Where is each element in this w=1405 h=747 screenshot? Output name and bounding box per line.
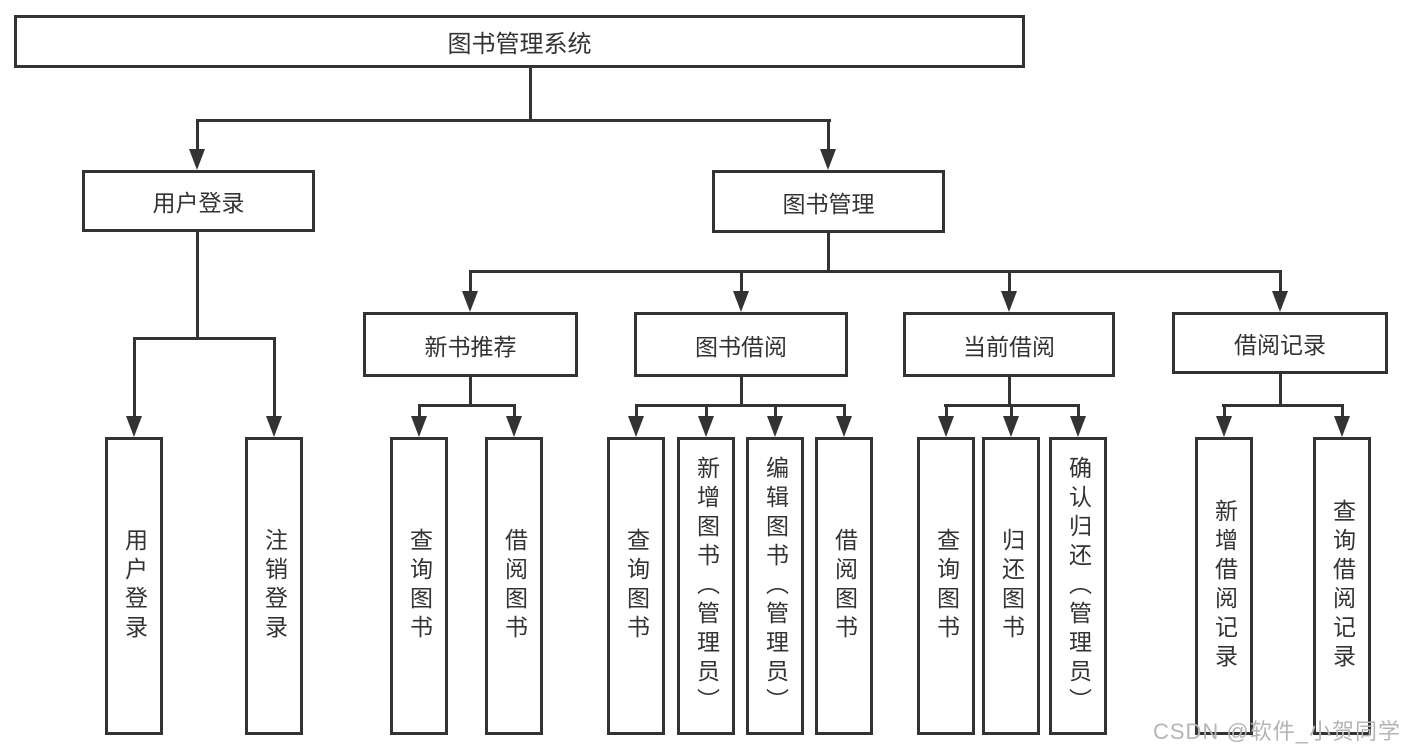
connector-line xyxy=(1278,374,1282,406)
connector-line xyxy=(1007,377,1011,406)
connector-line xyxy=(272,337,276,418)
connector-line xyxy=(1007,270,1011,293)
connector-line xyxy=(635,403,846,407)
arrowhead-down-icon xyxy=(836,416,852,437)
arrowhead-down-icon xyxy=(126,416,142,437)
arrowhead-down-icon xyxy=(411,416,427,437)
connector-line xyxy=(826,233,830,272)
connector-line xyxy=(469,269,1282,273)
arrowhead-down-icon xyxy=(462,291,478,312)
leaf-edit-book-admin: 编辑图书（管理员） xyxy=(746,437,804,735)
connector-line xyxy=(417,404,421,418)
arrowhead-down-icon xyxy=(1003,416,1019,437)
arrowhead-down-icon xyxy=(628,416,644,437)
arrowhead-down-icon xyxy=(189,149,205,170)
csdn-watermark: CSDN @软件_小贺同学 xyxy=(1152,719,1401,744)
connector-line xyxy=(196,118,831,122)
leaf-query-books-2: 查询图书 xyxy=(607,437,665,735)
connector-line xyxy=(1278,270,1282,293)
arrowhead-down-icon xyxy=(1272,291,1288,312)
leaf-borrow-books-2: 借阅图书 xyxy=(815,437,873,735)
arrowhead-down-icon xyxy=(1001,291,1017,312)
connector-line xyxy=(512,404,516,418)
connector-line xyxy=(468,270,472,293)
connector-line xyxy=(1009,404,1013,418)
connector-line xyxy=(704,404,708,418)
connector-line xyxy=(133,336,276,340)
arrowhead-down-icon xyxy=(698,416,714,437)
connector-line xyxy=(739,270,743,293)
arrowhead-down-icon xyxy=(733,291,749,312)
leaf-add-book-admin: 新增图书（管理员） xyxy=(677,437,735,735)
arrowhead-down-icon xyxy=(266,416,282,437)
arrowhead-down-icon xyxy=(938,416,954,437)
leaf-borrow-books-1: 借阅图书 xyxy=(485,437,543,735)
connector-line xyxy=(944,403,1080,407)
leaf-query-borrow-record: 查询借阅记录 xyxy=(1313,437,1371,735)
connector-line xyxy=(1222,403,1344,407)
connector-line xyxy=(944,404,948,418)
connector-line xyxy=(132,337,136,418)
arrowhead-down-icon xyxy=(1216,416,1232,437)
node-borrow-records: 借阅记录 xyxy=(1172,312,1388,374)
connector-line xyxy=(1340,404,1344,418)
node-library-management-system: 图书管理系统 xyxy=(14,15,1025,68)
connector-line xyxy=(842,404,846,418)
connector-line xyxy=(195,232,199,339)
connector-line xyxy=(195,119,199,152)
leaf-query-books-1: 查询图书 xyxy=(390,437,448,735)
node-book-management: 图书管理 xyxy=(712,170,945,233)
arrowhead-down-icon xyxy=(1334,416,1350,437)
leaf-add-borrow-record: 新增借阅记录 xyxy=(1195,437,1253,735)
connector-line xyxy=(418,403,516,407)
arrowhead-down-icon xyxy=(767,416,783,437)
connector-line xyxy=(826,119,830,152)
node-book-borrow: 图书借阅 xyxy=(634,312,848,377)
connector-line xyxy=(773,404,777,418)
node-user-login: 用户登录 xyxy=(82,170,315,232)
node-new-book-recommend: 新书推荐 xyxy=(363,312,578,377)
leaf-confirm-return-admin: 确认归还（管理员） xyxy=(1049,437,1107,735)
connector-line xyxy=(468,377,472,406)
arrowhead-down-icon xyxy=(1070,416,1086,437)
connector-line xyxy=(634,404,638,418)
connector-line xyxy=(739,377,743,406)
connector-line xyxy=(1076,404,1080,418)
leaf-logout: 注销登录 xyxy=(245,437,303,735)
leaf-return-books: 归还图书 xyxy=(982,437,1040,735)
connector-line xyxy=(528,68,532,121)
leaf-query-books-3: 查询图书 xyxy=(917,437,975,735)
leaf-user-login: 用户登录 xyxy=(105,437,163,735)
node-current-borrow: 当前借阅 xyxy=(903,312,1115,377)
connector-line xyxy=(1222,404,1226,418)
arrowhead-down-icon xyxy=(820,149,836,170)
arrowhead-down-icon xyxy=(506,416,522,437)
